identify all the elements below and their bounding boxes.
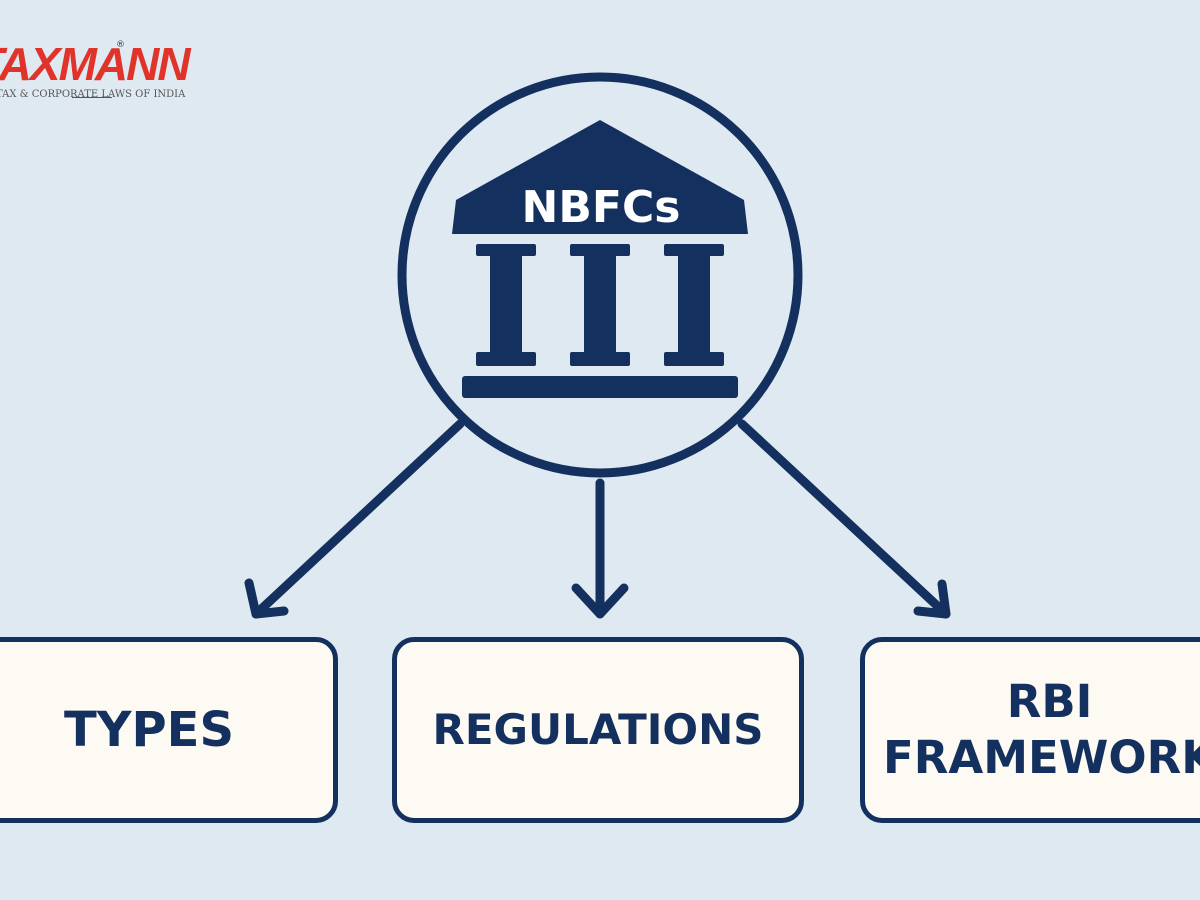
bank-roof <box>452 120 748 234</box>
arrow-to-regulations <box>571 478 629 619</box>
node-rbi-framework[interactable]: RBI FRAMEWORK <box>860 637 1200 823</box>
arrow-to-rbi-framework <box>737 419 951 619</box>
node-regulations-label: REGULATIONS <box>432 705 764 754</box>
node-types-label: TYPES <box>63 702 235 758</box>
bank-building-icon <box>452 120 748 398</box>
hub-label: NBFCs <box>522 182 681 233</box>
brand-rule <box>72 97 112 98</box>
bank-base <box>462 376 738 398</box>
node-regulations[interactable]: REGULATIONS <box>392 637 804 823</box>
bank-columns <box>476 244 724 366</box>
node-rbi-label-line1: RBI <box>1006 675 1093 728</box>
arrow-to-types <box>244 419 465 619</box>
brand-logo[interactable]: TAXMANN ® TAX & CORPORATE LAWS OF INDIA <box>0 38 191 108</box>
brand-tagline: TAX & CORPORATE LAWS OF INDIA <box>0 89 186 100</box>
registered-mark: ® <box>116 40 125 50</box>
brand-logo-text: TAXMANN <box>0 38 191 90</box>
node-rbi-label-line2: FRAMEWORK <box>883 731 1200 784</box>
node-types[interactable]: TYPES <box>0 637 338 823</box>
hub-circle <box>397 72 803 478</box>
